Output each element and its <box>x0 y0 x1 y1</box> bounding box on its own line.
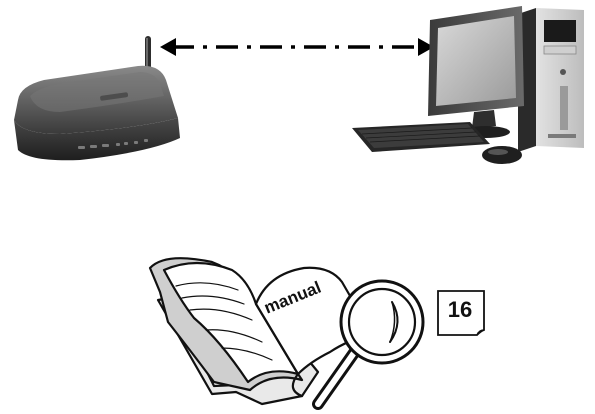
desktop-computer-icon <box>352 6 584 164</box>
router-icon <box>14 36 180 160</box>
connection-arrow <box>160 38 434 56</box>
page-reference-number: 16 <box>437 290 483 330</box>
page-reference-badge: 16 <box>437 290 491 336</box>
arrowhead-left-icon <box>160 38 176 56</box>
